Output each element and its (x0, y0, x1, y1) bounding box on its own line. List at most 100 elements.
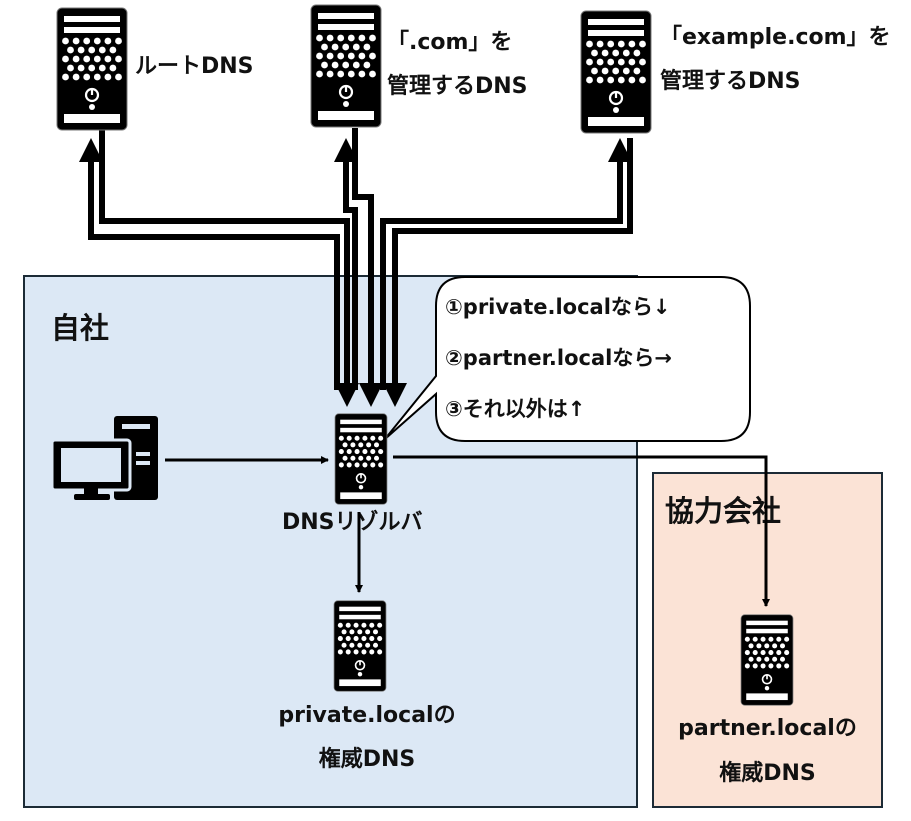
vent-dot (764, 656, 770, 662)
vent-dot (104, 55, 112, 63)
vent-dot (358, 34, 366, 42)
line-com-to-resolver (352, 128, 383, 407)
vent-dot (88, 64, 96, 72)
vent-dot (752, 650, 758, 656)
vent-dot (617, 76, 625, 84)
vent-dot (353, 622, 359, 628)
vent-dot (316, 52, 323, 60)
vent-dot (607, 58, 615, 66)
vent-dot (361, 636, 367, 642)
vent-dot (93, 37, 101, 45)
vent-dot (776, 650, 782, 656)
vent-dot (346, 449, 352, 455)
root-dns-server-icon (56, 7, 128, 135)
vent-dot (354, 462, 360, 468)
vent-dot (62, 55, 69, 63)
vent-dot (612, 67, 620, 75)
vent-dot (83, 73, 91, 81)
vent-dot (779, 643, 786, 649)
vent-dot (72, 73, 80, 81)
com-dns-label-line2: 管理するDNS (387, 74, 528, 99)
vent-dot (337, 622, 343, 628)
vent-dot (115, 73, 122, 81)
partner-auth-label-line2: 権威DNS (719, 761, 816, 786)
rule-otherwise: ③それ以外は↑ (445, 397, 586, 421)
vent-dot (366, 455, 372, 461)
vent-dot (622, 67, 630, 75)
vent-dot (377, 636, 383, 642)
vent-dot (321, 43, 328, 51)
vent-dot (628, 40, 636, 48)
vent-dot (349, 629, 355, 635)
vent-dot (338, 462, 344, 468)
partner-company-label: 協力会社 (665, 494, 782, 528)
vent-dot (345, 649, 351, 655)
vent-dot (607, 40, 615, 48)
vent-dot (776, 663, 782, 669)
vent-dot (361, 649, 367, 655)
vent-dot (321, 61, 328, 69)
vent-dot (365, 642, 371, 648)
vent-dot (756, 643, 762, 649)
vent-dot (612, 49, 620, 57)
vent-dot (357, 642, 363, 648)
routing-rules-text: ①private.localなら↓ ②partner.localなら→ ③それ以… (445, 292, 672, 445)
vent-dot (353, 636, 359, 642)
vent-dot (353, 649, 359, 655)
desktop-computer-icon (52, 416, 158, 500)
vent-dot (639, 40, 646, 48)
vent-dot (342, 442, 348, 448)
line-resolver-to-partner (393, 455, 770, 607)
private-auth-label-line2: 権威DNS (318, 747, 416, 772)
vent-dot (337, 52, 345, 60)
vent-dot (83, 37, 91, 45)
callout-shape (384, 276, 751, 442)
vent-dot (350, 442, 356, 448)
vent-dot (345, 622, 351, 628)
vent-dot (633, 49, 641, 57)
own-company-label: 自社 (51, 311, 110, 345)
vent-dot (358, 70, 366, 78)
vent-dot (633, 67, 641, 75)
vent-dot (345, 636, 351, 642)
vent-dot (779, 656, 786, 662)
line-resolver-to-com (334, 138, 358, 390)
vent-dot (109, 46, 117, 54)
vent-dot (596, 58, 604, 66)
vent-dot (354, 435, 360, 441)
vent-dot (361, 622, 367, 628)
vent-dot (768, 663, 774, 669)
vent-dot (98, 64, 106, 72)
vent-dot (776, 636, 782, 642)
vent-dot (591, 67, 598, 75)
vent-dot (377, 622, 383, 628)
vent-dot (342, 61, 350, 69)
vent-dot (772, 656, 778, 662)
vent-dot (326, 52, 334, 60)
vent-dot (369, 52, 376, 60)
vent-dot (77, 64, 85, 72)
com-dns-label-line1: 「.com」を (387, 30, 513, 55)
vent-dot (369, 636, 375, 642)
vent-dot (378, 449, 384, 455)
vent-dot (768, 650, 774, 656)
vent-dot (370, 449, 376, 455)
vent-dot (115, 55, 122, 63)
vent-dot (347, 34, 355, 42)
vent-dot (338, 449, 344, 455)
vent-dot (337, 649, 343, 655)
vent-dot (109, 64, 117, 72)
vent-dot (622, 49, 630, 57)
vent-dot (372, 642, 379, 648)
rule-partner-local: ②partner.localなら→ (445, 346, 672, 370)
line-example-to-resolver (383, 138, 633, 407)
vent-dot (378, 462, 384, 468)
vent-dot (337, 34, 345, 42)
vent-dot (342, 43, 350, 51)
root-dns-label: ルートDNS (135, 54, 254, 79)
vent-dot (83, 55, 91, 63)
vent-dot (326, 70, 334, 78)
vent-dot (358, 52, 366, 60)
vent-dot (586, 40, 593, 48)
vent-dot (377, 649, 383, 655)
